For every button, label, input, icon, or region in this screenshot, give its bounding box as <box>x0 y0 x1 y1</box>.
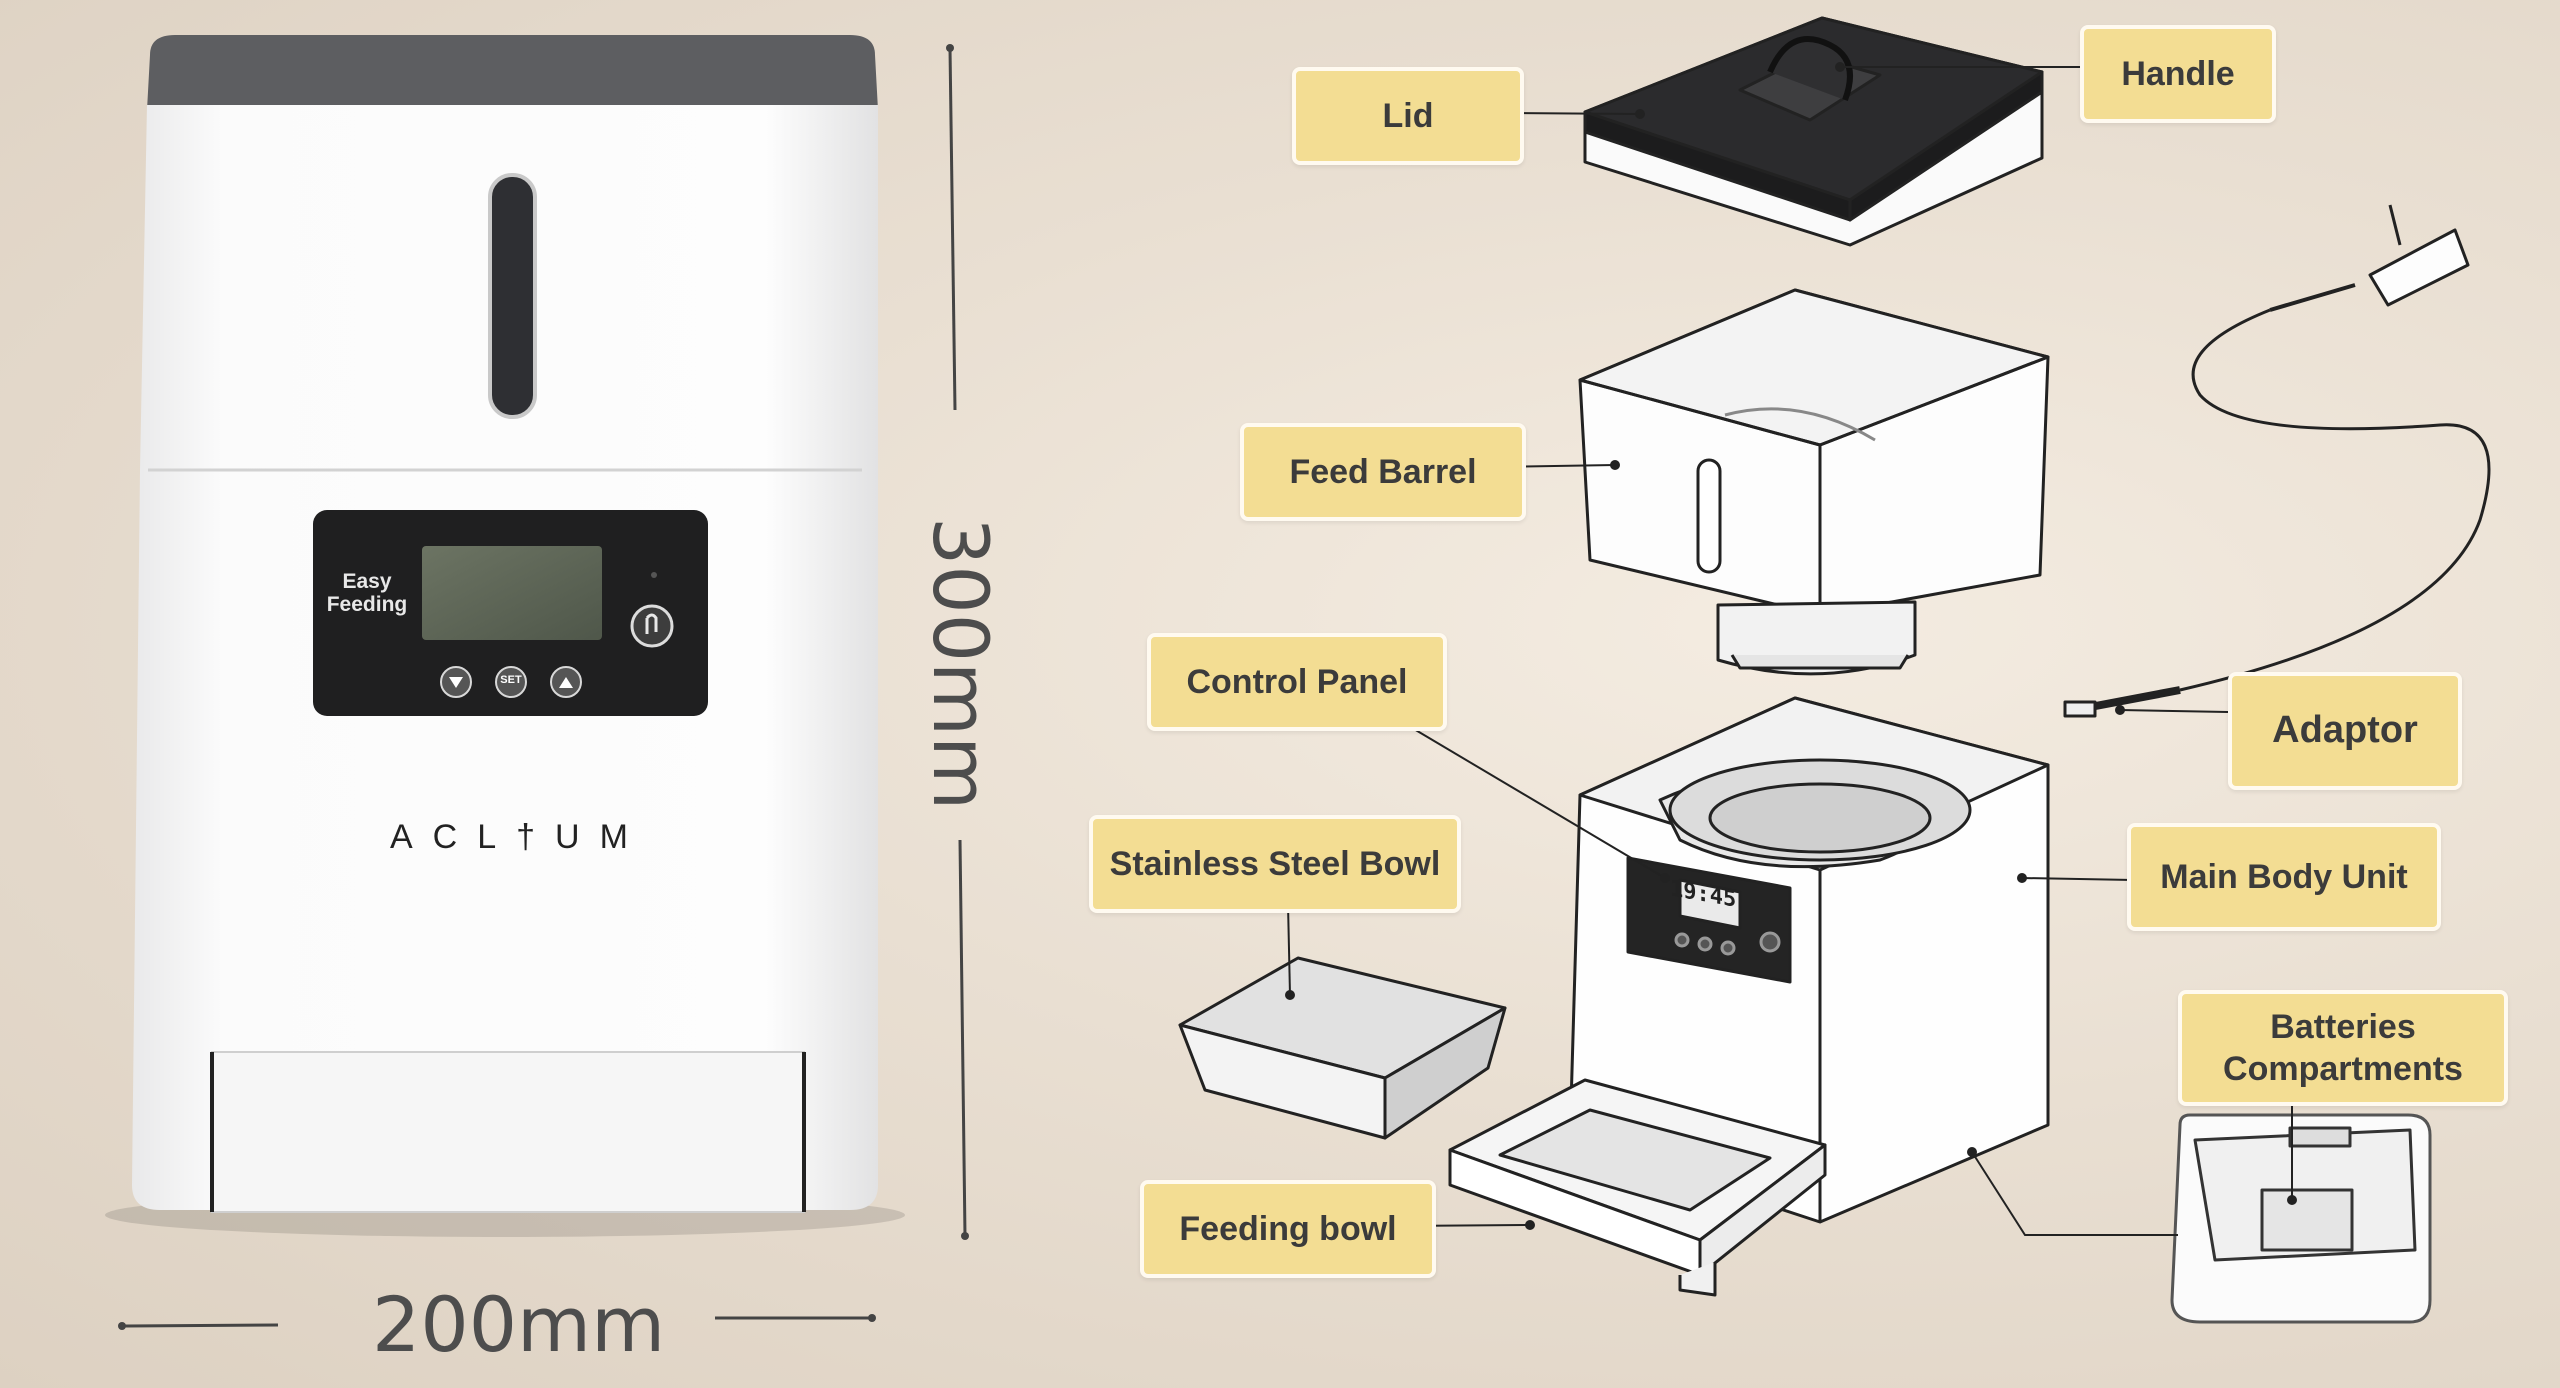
width-dimension: 200mm <box>372 1280 666 1369</box>
label-lid: Lid <box>1292 67 1524 165</box>
label-adaptor: Adaptor <box>2228 672 2462 790</box>
device-panel-text: Easy Feeding <box>326 570 408 617</box>
label-feeding-bowl: Feeding bowl <box>1140 1180 1436 1278</box>
label-feed-barrel: Feed Barrel <box>1240 423 1526 521</box>
set-button-label: SET <box>500 674 522 686</box>
adaptor-part <box>2063 204 2491 718</box>
brand-logo: ACL†UM <box>390 818 648 856</box>
lcd-screen <box>422 546 602 640</box>
label-batteries-compartments: Batteries Compartments <box>2178 990 2508 1106</box>
battery-compartment-inset <box>2170 1113 2432 1324</box>
feeding-bowl-part <box>1448 1078 1827 1297</box>
label-stainless-steel-bowl: Stainless Steel Bowl <box>1089 815 1461 913</box>
stainless-steel-bowl-part <box>1178 956 1507 1140</box>
label-main-body-unit: Main Body Unit <box>2127 823 2441 931</box>
set-button-icon <box>495 666 527 698</box>
label-control-panel: Control Panel <box>1147 633 1447 731</box>
touch-button-icon <box>630 604 674 648</box>
lid-part <box>1583 16 2044 247</box>
feed-barrel-part <box>1578 288 2050 676</box>
main-body-part <box>1568 696 2050 1224</box>
label-handle: Handle <box>2080 25 2276 123</box>
